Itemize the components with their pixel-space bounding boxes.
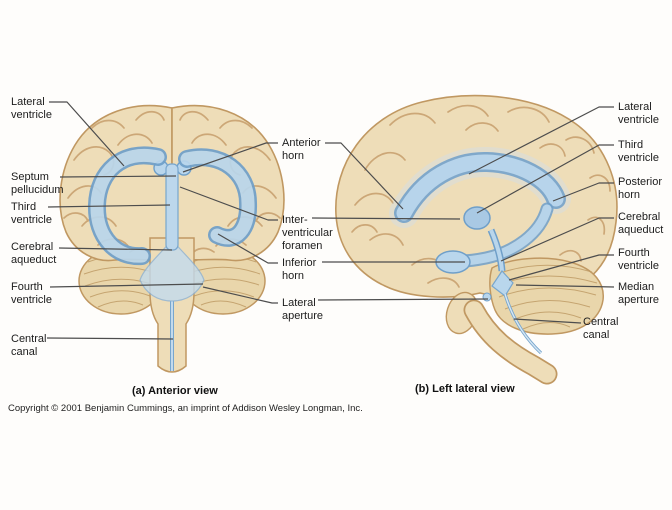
label-third-ventricle-b: Third ventricle xyxy=(618,139,659,164)
third-ventricle-lateral xyxy=(463,206,491,230)
third-ventricle-anterior xyxy=(165,163,179,251)
label-septum-pellucidum: Septum pellucidum xyxy=(11,171,64,196)
lateral-aperture-lateral xyxy=(482,292,492,302)
lateral-view-brain xyxy=(335,94,618,385)
label-central-canal-b: Central canal xyxy=(583,316,619,341)
caption-anterior-view: (a) Anterior view xyxy=(132,385,218,397)
label-fourth-ventricle-a: Fourth ventricle xyxy=(11,281,52,306)
fourth-ventricle-anterior xyxy=(139,239,205,302)
label-fourth-ventricle-b: Fourth ventricle xyxy=(618,247,659,272)
label-cerebral-aqueduct-a: Cerebral aqueduct xyxy=(11,241,57,266)
label-lateral-ventricle-a: Lateral ventricle xyxy=(11,96,52,121)
caption-left-lateral-view: (b) Left lateral view xyxy=(415,383,515,395)
label-posterior-horn: Posterior horn xyxy=(618,176,663,201)
label-inferior-horn: Inferior horn xyxy=(282,257,317,282)
label-interventricular-foramen: Inter-ventricular foramen xyxy=(282,214,333,252)
lateral-ventricles-anterior xyxy=(88,146,258,266)
leader-lines xyxy=(46,101,615,340)
label-anterior-horn: Anterior horn xyxy=(282,137,321,162)
label-cerebral-aqueduct-b: Cerebral aqueduct xyxy=(618,211,664,236)
label-lateral-ventricle-b: Lateral ventricle xyxy=(618,101,659,126)
label-third-ventricle-a: Third ventricle xyxy=(11,201,52,226)
copyright-line: Copyright © 2001 Benjamin Cummings, an i… xyxy=(8,403,363,414)
anterior-view-brain xyxy=(59,104,285,373)
label-central-canal-a: Central canal xyxy=(11,333,47,358)
label-median-aperture: Median aperture xyxy=(618,281,659,306)
label-lateral-aperture: Lateral aperture xyxy=(282,297,323,322)
